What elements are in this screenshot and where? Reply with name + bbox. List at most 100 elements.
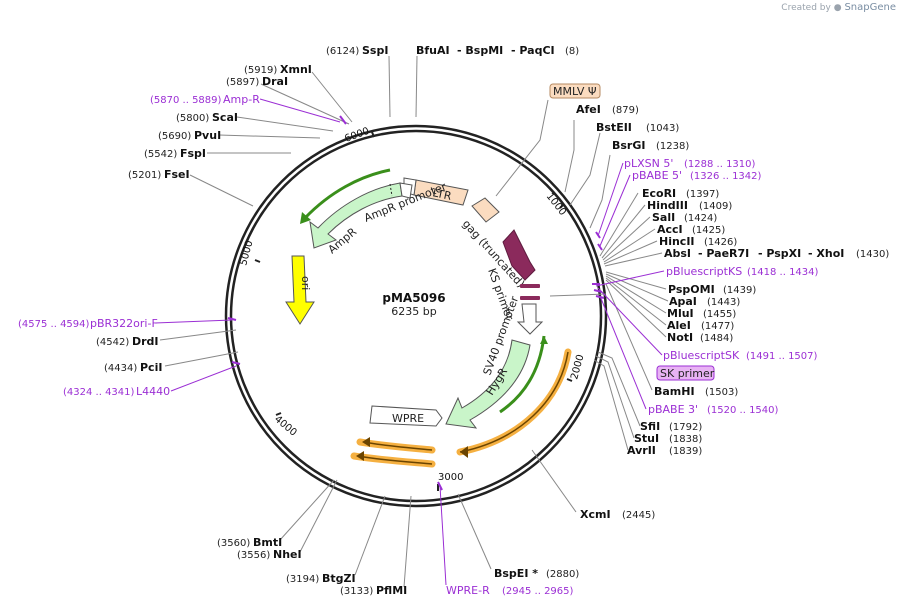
pbr322ori-label: pBR322ori-F: [90, 317, 158, 330]
ampr-promoter-feature[interactable]: [399, 182, 413, 199]
hindiii-label: HindIII: [647, 199, 688, 212]
drai-label: DraI: [262, 75, 288, 88]
pbabe3-range: (1520 .. 1540): [707, 405, 779, 416]
afei-pos: (879): [612, 105, 639, 116]
tick-label-6000: 6000: [343, 126, 371, 145]
pcii-pos: (4434): [104, 363, 137, 374]
bsteii-label: BstEII: [596, 121, 632, 134]
ori-feature[interactable]: [285, 255, 315, 325]
mmlv-label: MMLV Ψ: [553, 85, 597, 98]
plasmid-length: 6235 bp: [391, 305, 436, 318]
orange-orf-arc-1-head: [460, 446, 468, 458]
pbluescriptsk-range: (1491 .. 1507): [746, 351, 818, 362]
nhei-pos: (3556): [237, 550, 270, 561]
bspei-label: BspEI *: [494, 567, 538, 580]
xmni-label: XmnI: [280, 63, 312, 76]
fspi-label: FspI: [180, 147, 206, 160]
orange-orf-arc-2-head: [362, 437, 370, 447]
ampr-feature[interactable]: [309, 182, 403, 249]
bamhi-pos: (1503): [705, 387, 738, 398]
apai-label: ApaI: [669, 295, 697, 308]
ampr-orf-head: [300, 212, 311, 224]
pspomi-label: PspOMI: [668, 283, 715, 296]
apai-pos: (1443): [707, 297, 740, 308]
tick-label-4000: 4000: [272, 414, 299, 439]
sk-primer-box[interactable]: [656, 365, 715, 381]
xcmi-pos: (2445): [622, 510, 655, 521]
backbone-inner-circle: [229, 129, 603, 503]
sv40-promoter-arrow[interactable]: [516, 303, 544, 335]
bmti-label: BmtI: [253, 536, 282, 549]
l4440-label: L4440: [136, 385, 170, 398]
btgzi-pos: (3194): [286, 574, 319, 585]
hincii-label: HincII: [659, 235, 695, 248]
l4440-range: (4324 .. 4341): [63, 387, 135, 398]
tick-label-3000: 3000: [438, 472, 463, 483]
wpre-r-label: WPRE-R: [446, 584, 490, 597]
credit-brand: SnapGene: [844, 2, 896, 13]
pbabe3-label: pBABE 3': [648, 403, 698, 416]
hincii-pos: (1426): [704, 237, 737, 248]
mlui-pos: (1455): [703, 309, 736, 320]
pbr322ori-range: (4575 .. 4594): [18, 319, 90, 330]
pbabe5-label: pBABE 5': [632, 169, 682, 182]
noti-pos: (1484): [700, 333, 733, 344]
snapgene-credit: Created by ● SnapGene: [781, 2, 896, 13]
ampr-orf-line: [303, 168, 391, 220]
wpre-r-range: (2945 .. 2965): [502, 586, 574, 597]
pvui-pos: (5690): [158, 131, 191, 142]
acci-pos: (1425): [692, 225, 725, 236]
pbluescriptks-range: (1418 .. 1434): [747, 267, 819, 278]
ori-label: ori: [299, 276, 312, 290]
hygr-orf-head: [540, 336, 548, 344]
pspomi-pos: (1439): [723, 285, 756, 296]
mcs-primer-marks: [520, 284, 540, 300]
orange-orf-arc-3-core: [357, 455, 433, 465]
avrii-pos: (1839): [669, 446, 702, 457]
leader-lines: [159, 55, 669, 588]
pbluescriptks-label: pBluescriptKS: [666, 265, 742, 278]
alei-pos: (1477): [701, 321, 734, 332]
orange-orf-arc-1-core: [459, 351, 569, 453]
xmni-pos: (5919): [244, 65, 277, 76]
plxsn-label: pLXSN 5': [624, 157, 673, 170]
ltr-label: LTR: [431, 186, 453, 203]
bsrgi-label: BsrGI: [612, 139, 645, 152]
pspxi-label: - PspXI: [758, 247, 801, 260]
paer7i-label: - PaeR7I: [698, 247, 749, 260]
sspi-label: SspI: [362, 44, 388, 57]
avrii-label: AvrII: [627, 444, 656, 457]
ring-tick-marks: [254, 131, 573, 491]
bspmi-label: - BspMI: [457, 44, 503, 57]
ks-primer-feature[interactable]: [502, 229, 536, 281]
pbabe5-range: (1326 .. 1342): [690, 171, 762, 182]
pflmi-pos: (3133): [340, 586, 373, 597]
sali-label: SalI: [652, 211, 675, 224]
noti-label: NotI: [667, 331, 693, 344]
pvui-label: PvuI: [194, 129, 221, 142]
xcmi-label: XcmI: [580, 508, 611, 521]
orange-orf-arc-3-head: [356, 451, 364, 461]
xhoi-label: - XhoI: [808, 247, 844, 260]
amp-r-label: Amp-R: [223, 93, 260, 106]
alei-label: AleI: [667, 319, 691, 332]
mmlv-box[interactable]: [549, 83, 601, 99]
fspi-pos: (5542): [144, 149, 177, 160]
bamhi-label: BamHI: [654, 385, 695, 398]
gag-feature[interactable]: [471, 197, 500, 223]
pbluescriptsk-label: pBluescriptSK: [663, 349, 740, 362]
primer-leader-lines: [154, 98, 665, 586]
ecori-pos: (1397): [686, 189, 719, 200]
acci-label: AccI: [657, 223, 683, 236]
wpre-feature[interactable]: [369, 405, 443, 427]
stui-label: StuI: [634, 432, 659, 445]
hygr-feature[interactable]: [445, 339, 531, 429]
hygr-orf-line: [499, 335, 546, 414]
bsrgi-pos: (1238): [656, 141, 689, 152]
bmti-pos: (3560): [217, 538, 250, 549]
xhoi-pos: (1430): [856, 249, 889, 260]
mlui-label: MluI: [667, 307, 694, 320]
fsei-pos: (5201): [128, 170, 161, 181]
sk-primer-label: SK primer: [660, 367, 715, 380]
